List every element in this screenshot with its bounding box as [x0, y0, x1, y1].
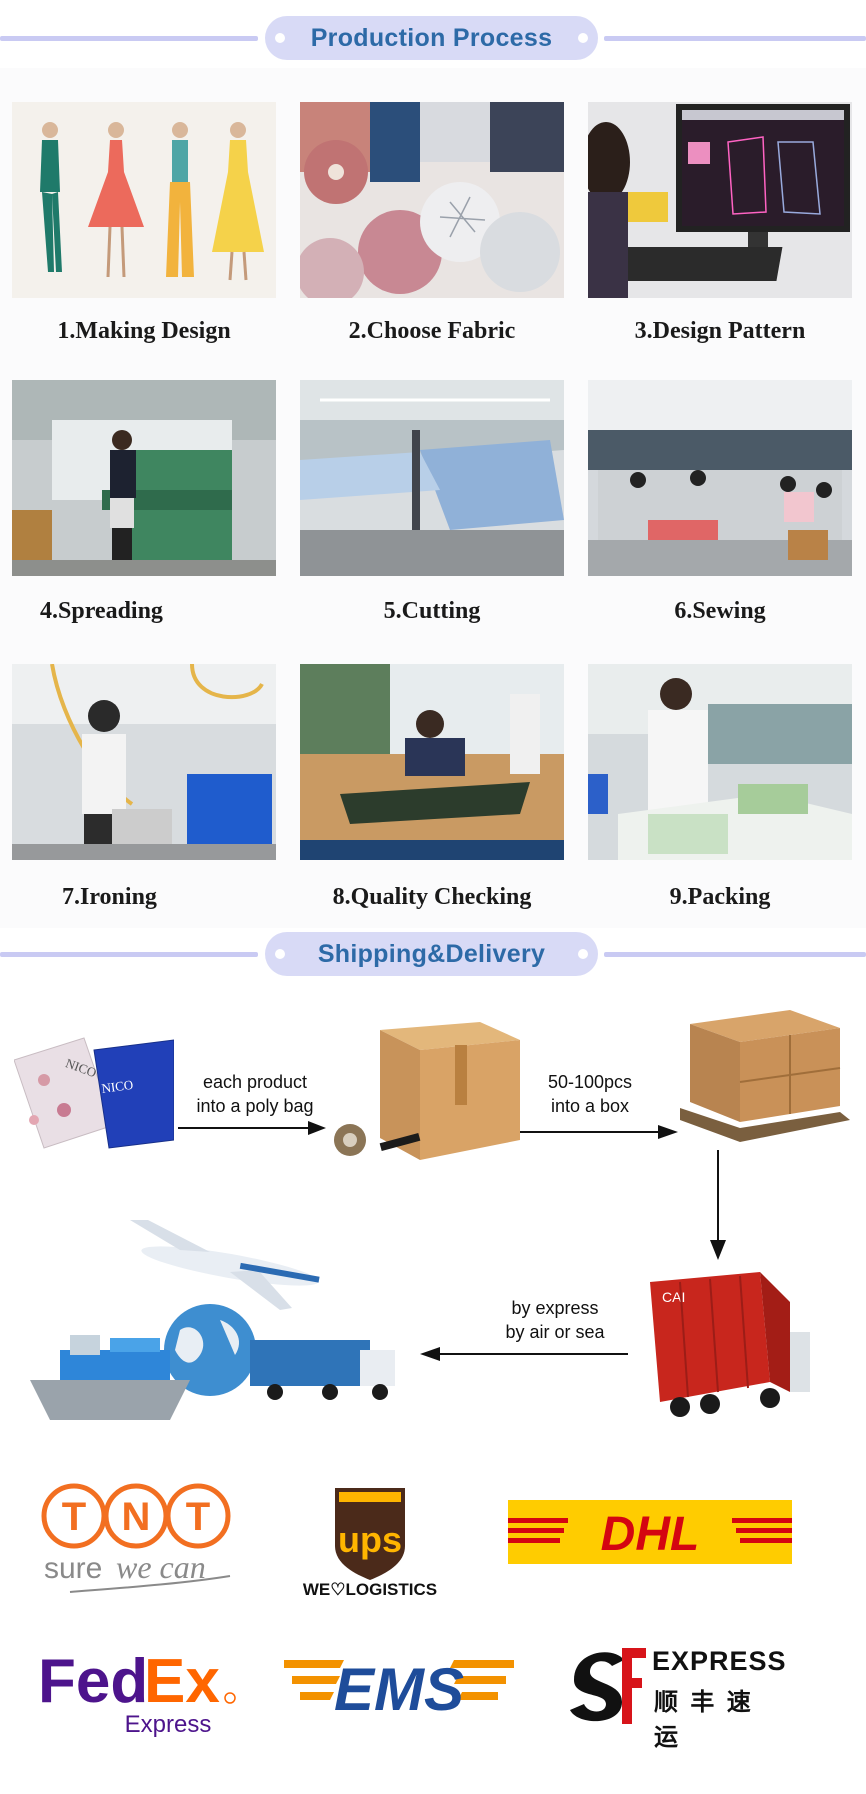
svg-text:Fed: Fed: [38, 1647, 148, 1716]
express-caption-line1: by express: [511, 1298, 599, 1318]
pill-dot-right: [578, 33, 588, 43]
step-label: 8.Quality Checking: [332, 884, 532, 910]
box-caption-line1: 50-100pcs: [547, 1072, 633, 1092]
production-header: Production Process: [0, 14, 866, 64]
svg-text:sure: sure: [44, 1552, 102, 1585]
figure-yellow-pants: [166, 122, 194, 277]
box-caption-line2: into a box: [550, 1096, 630, 1116]
pill-dot-left: [275, 949, 285, 959]
fabric-photo: [300, 102, 564, 298]
step-label: 7.Ironing: [62, 884, 157, 910]
pill-dot-right: [578, 949, 588, 959]
box-caption: 50-100pcs into a box: [530, 1070, 650, 1118]
sf-chinese-text: 顺 丰 速 运: [654, 1688, 753, 1751]
making-design-photo: [12, 102, 276, 298]
svg-text:ups: ups: [338, 1519, 402, 1560]
header-divider-right: [604, 952, 866, 957]
container-truck-image: CAI: [640, 1262, 810, 1422]
step-label: 2.Choose Fabric: [348, 318, 516, 344]
header-divider-left: [0, 36, 258, 41]
svg-text:T: T: [62, 1495, 86, 1539]
arrow-left-icon: [420, 1346, 630, 1367]
sf-express-text: EXPRESS: [652, 1646, 787, 1676]
svg-text:N: N: [122, 1495, 151, 1539]
step-label: 1.Making Design: [57, 318, 231, 344]
arrow-down-icon: [708, 1150, 728, 1267]
svg-text:T: T: [186, 1495, 210, 1539]
figure-suit: [40, 122, 62, 272]
ems-logo: EMS: [284, 1650, 514, 1723]
dhl-logo: DHL: [508, 1500, 792, 1564]
step-label: 9.Packing: [669, 884, 771, 910]
cutting-photo: [300, 380, 564, 576]
arrow-right-icon: [178, 1120, 328, 1141]
svg-text:Ex: Ex: [144, 1647, 220, 1716]
ups-logo: ups WE WE♡LOGISTICS: [295, 1482, 445, 1602]
svg-text:EMS: EMS: [334, 1656, 464, 1720]
quality-checking-photo: [300, 664, 564, 860]
ironing-photo: [12, 664, 276, 860]
header-divider-left: [0, 952, 258, 957]
step-label: 4.Spreading: [40, 598, 163, 624]
shipping-title: Shipping&Delivery: [317, 939, 546, 968]
step-label: 5.Cutting: [383, 598, 481, 624]
poly-bag-caption-line2: into a poly bag: [196, 1096, 314, 1116]
poly-bag-caption-line1: each product: [202, 1072, 308, 1092]
header-divider-right: [604, 36, 866, 41]
svg-text:we can: we can: [116, 1549, 206, 1585]
poly-bag-caption: each product into a poly bag: [180, 1070, 330, 1118]
packing-photo: [588, 664, 852, 860]
design-pattern-photo: [588, 102, 852, 298]
svg-text:CAI: CAI: [662, 1289, 685, 1305]
production-title: Production Process: [310, 23, 553, 52]
arrow-right-icon: [520, 1124, 680, 1145]
production-title-pill: Production Process: [265, 16, 598, 60]
svg-text:DHL: DHL: [601, 1508, 700, 1561]
sewing-photo: [588, 380, 852, 576]
pill-dot-left: [275, 33, 285, 43]
figure-red-dress: [88, 122, 144, 278]
shipping-header: Shipping&Delivery: [0, 930, 866, 980]
spreading-photo: [12, 380, 276, 576]
fedex-logo: Fed Ex Express: [38, 1640, 238, 1740]
carton-box-image: [330, 1010, 530, 1160]
shipping-title-pill: Shipping&Delivery: [265, 932, 598, 976]
tnt-logo: T N T sure we can: [40, 1480, 240, 1600]
bag-brand-text: NICO: [101, 1077, 135, 1096]
pallet-boxes-image: [680, 1002, 850, 1152]
step-label: 3.Design Pattern: [634, 318, 806, 344]
express-caption-line2: by air or sea: [505, 1322, 605, 1342]
sf-express-logo: EXPRESS 顺 丰 速 运: [566, 1640, 786, 1751]
figure-yellow-dress: [212, 122, 264, 281]
air-sea-land-transport-image: [30, 1210, 400, 1430]
ups-tagline: WE♡LOGISTICS: [295, 1580, 445, 1600]
express-caption: by express by air or sea: [480, 1296, 630, 1344]
step-label: 6.Sewing: [674, 598, 766, 624]
poly-bags-image: NICO NICO: [13, 1030, 175, 1150]
svg-text:Express: Express: [125, 1711, 212, 1738]
